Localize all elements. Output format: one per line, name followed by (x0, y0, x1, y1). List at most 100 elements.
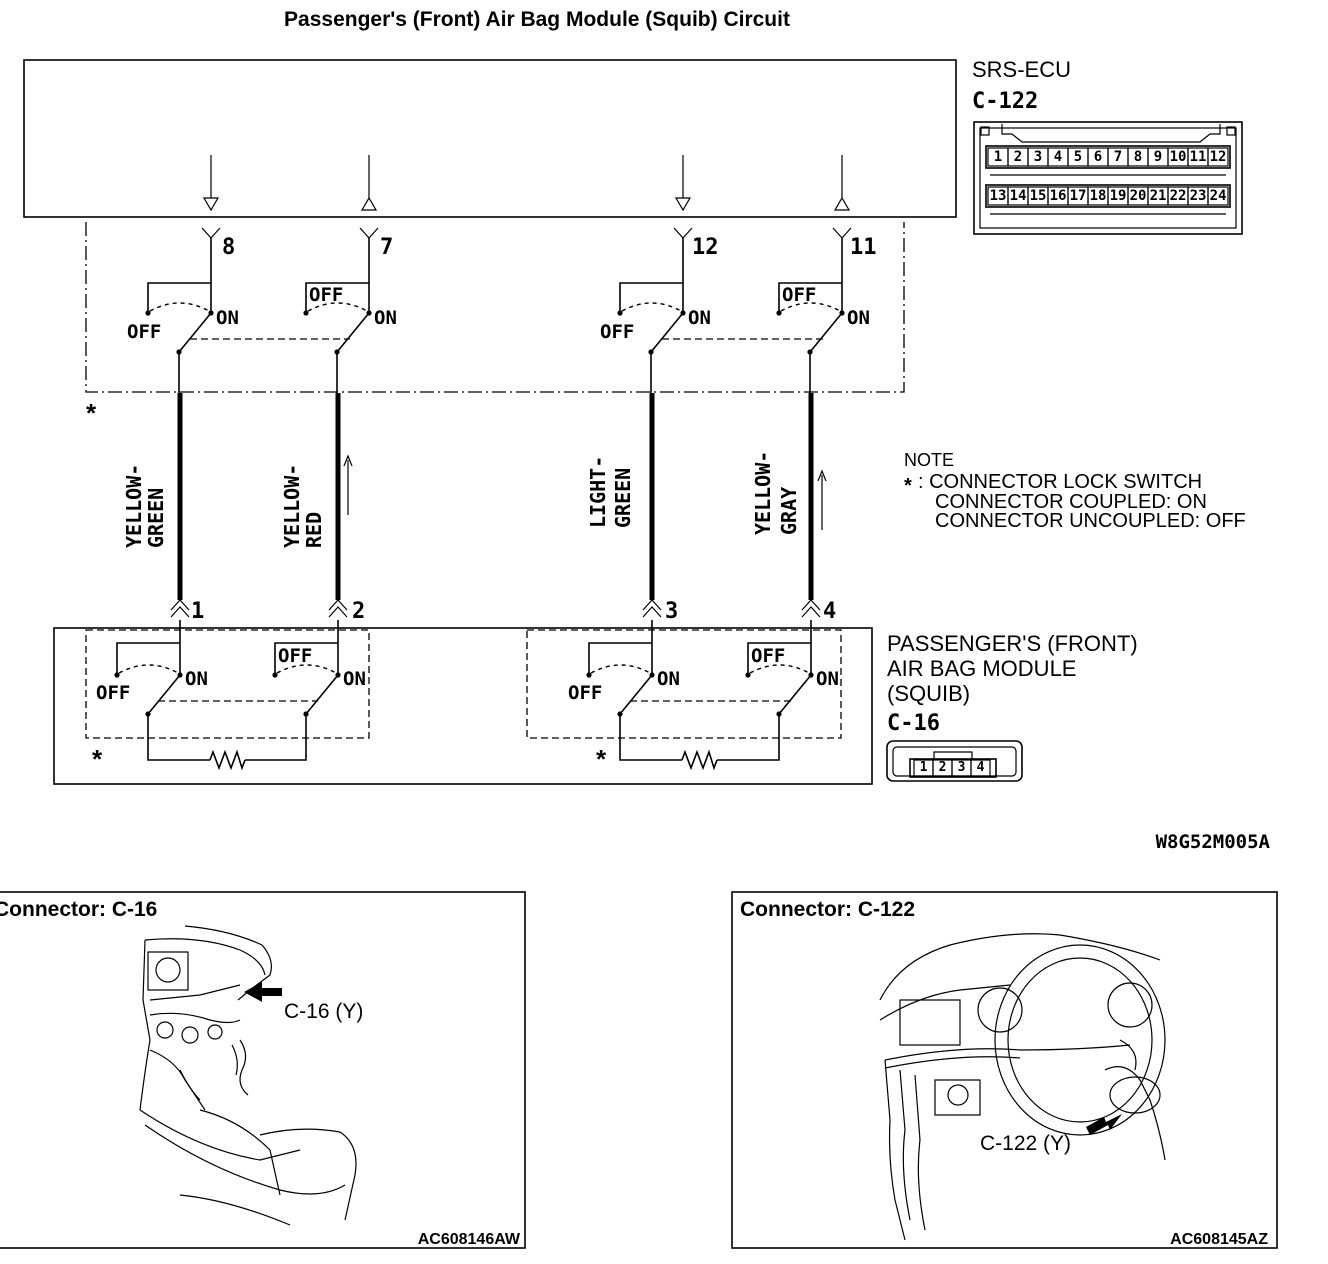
note-line-3: CONNECTOR UNCOUPLED: OFF (935, 510, 1246, 532)
sw-off-1: OFF (127, 321, 161, 343)
sw-on-1: ON (216, 307, 239, 329)
terminal-12: 12 (692, 235, 719, 260)
ecu-pin-12: 12 (1210, 149, 1227, 165)
module-name-line-2: AIR BAG MODULE (887, 656, 1076, 681)
terminal-11: 11 (850, 235, 877, 260)
ecu-pin-7: 7 (1114, 149, 1122, 165)
note-line-2: CONNECTOR COUPLED: ON (935, 491, 1207, 513)
msw-off-2: OFF (278, 645, 312, 667)
module-pin-4: 4 (977, 760, 985, 775)
module-switch-pair-a (114, 620, 342, 771)
panel-right-callout: C-122 (Y) (980, 1132, 1071, 1155)
panel-right-title: Connector: C-122 (740, 898, 915, 921)
wire1-color-a: YELLOW- (122, 464, 146, 548)
c122-location-illustration (879, 933, 1166, 1241)
ecu-pin-9: 9 (1154, 149, 1162, 165)
module-terminal-marks (170, 599, 821, 618)
sw-on-4: ON (847, 307, 870, 329)
terminal-7: 7 (380, 235, 393, 260)
ecu-pin-16: 16 (1050, 188, 1067, 204)
ecu-pin-24: 24 (1210, 188, 1227, 204)
panel-right-code: AC608145AZ (1170, 1231, 1268, 1248)
ecu-pin-3: 3 (1034, 149, 1042, 165)
ecu-pin-cell (1207, 186, 1229, 206)
module-lock-region-a (85, 629, 370, 739)
ecu-pin-10: 10 (1170, 149, 1187, 165)
ecu-pin-6: 6 (1094, 149, 1102, 165)
terminal-3: 3 (665, 599, 678, 624)
ecu-box (23, 59, 957, 218)
sw-off-4: OFF (782, 284, 816, 306)
sw-off-2: OFF (309, 284, 343, 306)
panel-left-title: Connector: C-16 (0, 898, 157, 921)
ecu-pin-4: 4 (1054, 149, 1062, 165)
module-connector-id: C-16 (887, 711, 940, 736)
msw-on-1: ON (185, 668, 208, 690)
terminal-8: 8 (222, 235, 235, 260)
wire3-color-a: LIGHT- (586, 456, 610, 528)
module-pin-3: 3 (958, 760, 966, 775)
wire4-color-b: GRAY (777, 487, 801, 535)
sw-off-3: OFF (600, 321, 634, 343)
ecu-pin-13: 13 (990, 188, 1007, 204)
note-line-1: : CONNECTOR LOCK SWITCH (918, 471, 1202, 493)
terminal-2: 2 (352, 599, 365, 624)
wire3-color-b: GREEN (611, 468, 635, 528)
module-name-line-1: PASSENGER'S (FRONT) (887, 631, 1138, 656)
ecu-terminal-marks (201, 227, 852, 239)
connector-c16-panel: Connector: C-16 C-16 (Y) AC608146AW (0, 891, 526, 1249)
module-box (53, 627, 873, 785)
ecu-pin-23: 23 (1190, 188, 1207, 204)
star-module-a: * (92, 744, 103, 774)
msw-on-2: ON (343, 668, 366, 690)
harness-wires (177, 393, 827, 600)
star-module-b: * (596, 744, 607, 774)
module-switch-pair-b (586, 620, 815, 771)
wire2-color-b: RED (302, 512, 326, 548)
ecu-switch-pair-b (617, 238, 846, 395)
ecu-lock-switch-region (85, 222, 905, 393)
ecu-connector-id: C-122 (972, 89, 1038, 114)
diagram-title: Passenger's (Front) Air Bag Module (Squi… (284, 8, 790, 31)
module-pin-2: 2 (939, 760, 947, 775)
terminal-1: 1 (191, 599, 204, 624)
panel-left-code: AC608146AW (418, 1231, 521, 1248)
module-pin-cell (970, 759, 991, 777)
msw-off-4: OFF (751, 645, 785, 667)
ecu-pin-11: 11 (1190, 149, 1207, 165)
ecu-pin-21: 21 (1150, 188, 1167, 204)
ecu-pin-2: 2 (1014, 149, 1022, 165)
ecu-pin-20: 20 (1130, 188, 1147, 204)
msw-off-1: OFF (96, 682, 130, 704)
ecu-pin-18: 18 (1090, 188, 1107, 204)
note-block: NOTE * : CONNECTOR LOCK SWITCH CONNECTOR… (904, 450, 1246, 532)
wire4-color-a: YELLOW- (751, 451, 775, 535)
terminal-4: 4 (823, 599, 836, 624)
msw-on-3: ON (657, 668, 680, 690)
module-name-line-3: (SQUIB) (887, 681, 970, 706)
star-ecu: * (86, 398, 97, 428)
ecu-pin-17: 17 (1070, 188, 1087, 204)
ecu-pin-5: 5 (1074, 149, 1082, 165)
msw-off-3: OFF (568, 682, 602, 704)
msw-on-4: ON (816, 668, 839, 690)
ecu-name: SRS-ECU (972, 57, 1071, 82)
note-star: * (904, 475, 912, 497)
module-pin-1: 1 (920, 760, 928, 775)
ecu-pin-1: 1 (994, 149, 1002, 165)
c16-location-illustration (139, 925, 357, 1226)
ecu-pin-22: 22 (1170, 188, 1187, 204)
ecu-pin-14: 14 (1010, 188, 1027, 204)
ecu-pin-19: 19 (1110, 188, 1127, 204)
ecu-pin-cell (1207, 147, 1229, 167)
wire1-color-b: GREEN (144, 488, 168, 548)
ecu-pin-8: 8 (1134, 149, 1142, 165)
sw-on-3: ON (688, 307, 711, 329)
wire2-color-a: YELLOW- (280, 464, 304, 548)
ecu-switch-pair-a (145, 238, 373, 395)
diagram-code: W8G52M005A (1156, 831, 1271, 853)
ecu-pin-15: 15 (1030, 188, 1047, 204)
